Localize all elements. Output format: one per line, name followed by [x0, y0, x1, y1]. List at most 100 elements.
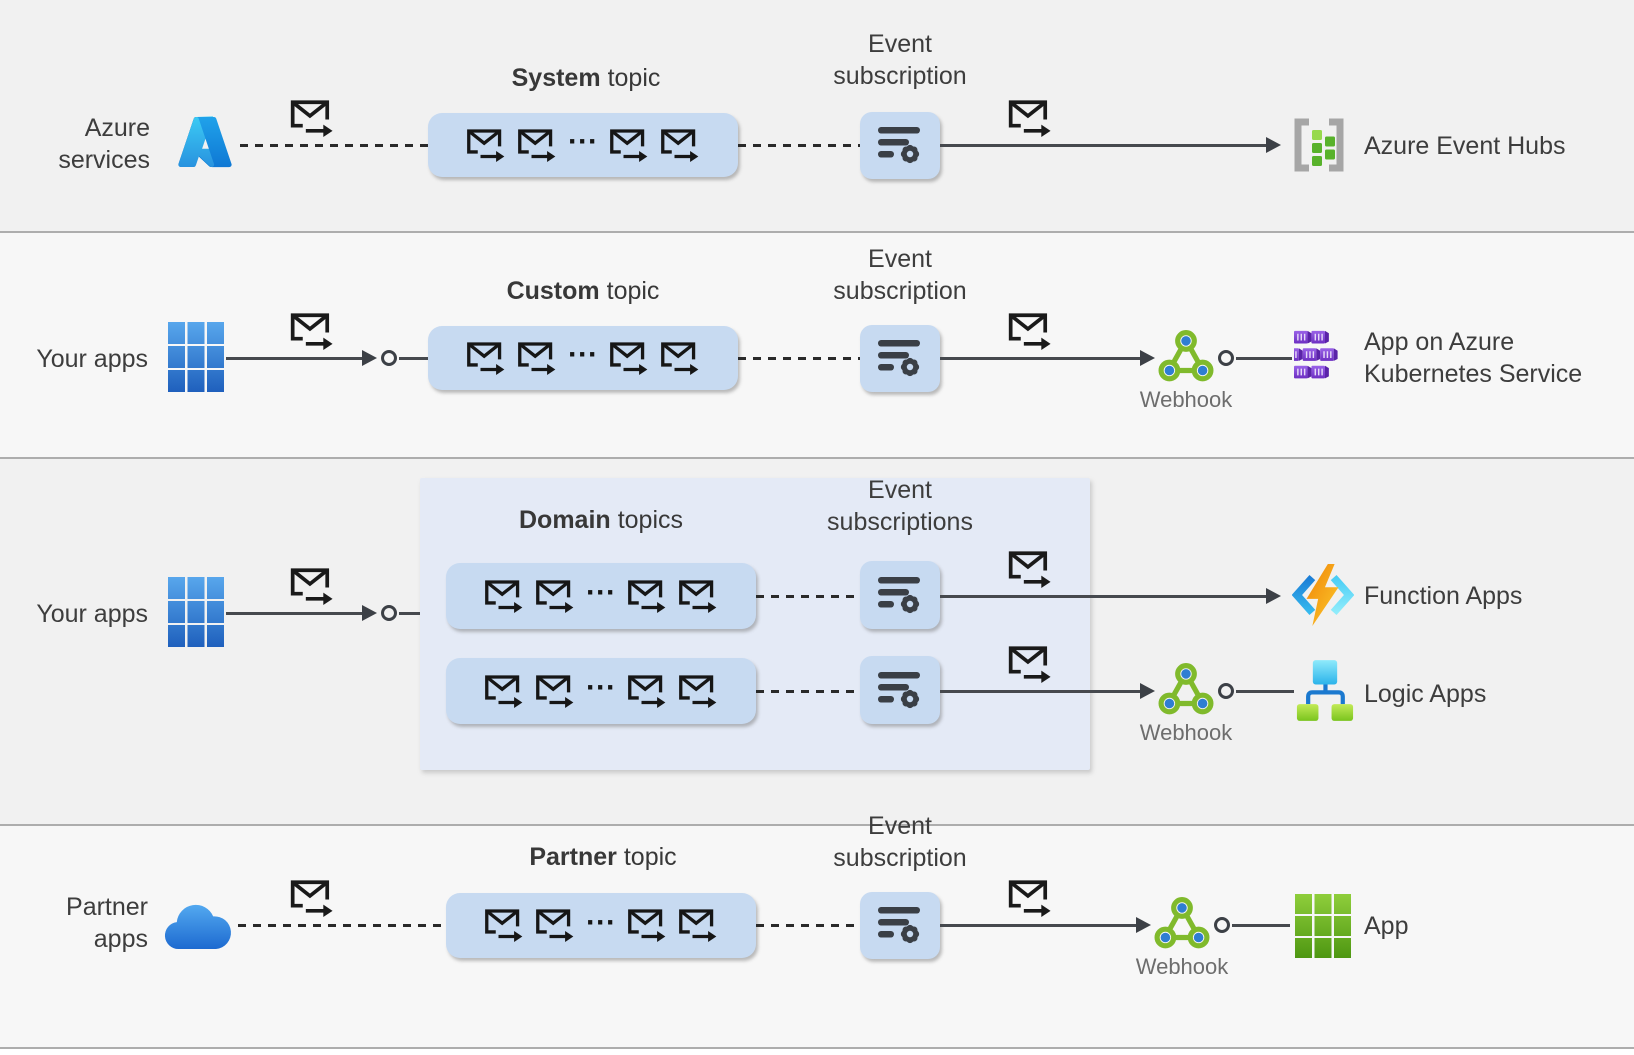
logic-apps-icon	[1296, 659, 1354, 723]
row-divider	[0, 824, 1634, 826]
target-label-aks: App on Azure Kubernetes Service	[1364, 328, 1583, 388]
band-bottom-strip	[0, 1049, 1634, 1055]
webhook-label: Webhook	[1139, 720, 1233, 745]
arrowhead	[1266, 588, 1281, 604]
webhook-icon	[1154, 896, 1210, 952]
arrowhead	[362, 350, 377, 366]
event-subscriptions-label: Event subscriptions	[827, 476, 973, 536]
envelope-icon	[517, 129, 557, 162]
envelope-icon	[466, 129, 506, 162]
connector-circle	[381, 350, 397, 366]
envelope-icon	[678, 909, 718, 942]
message-envelope-icon	[1008, 100, 1052, 137]
solid-connector	[226, 611, 362, 615]
envelope-icon	[484, 675, 524, 708]
event-subscription-box	[860, 325, 940, 392]
ellipsis: ···	[586, 576, 616, 609]
row-divider	[0, 1047, 1634, 1049]
envelope-icon	[609, 129, 649, 162]
connector-circle	[1218, 350, 1234, 366]
event-subscription-icon	[877, 125, 923, 166]
solid-connector	[940, 689, 1140, 693]
event-subscription-label: Event subscription	[833, 812, 967, 872]
event-subscription-label: Event subscription	[833, 30, 967, 90]
envelope-icon	[466, 342, 506, 375]
dashed-connector	[756, 689, 860, 693]
dashed-connector	[240, 143, 428, 147]
connector-circle	[381, 605, 397, 621]
aks-icon	[1294, 330, 1356, 384]
solid-connector	[1232, 923, 1290, 927]
topic-box-system: ···	[428, 113, 738, 177]
webhook-icon	[1158, 329, 1214, 385]
webhook-label: Webhook	[1139, 387, 1233, 412]
event-subscription-box	[860, 892, 940, 959]
solid-connector	[940, 594, 1266, 598]
source-label-azure-services: Azure services	[58, 114, 150, 174]
envelope-icon	[609, 342, 649, 375]
azure-logo-icon	[176, 112, 234, 172]
envelope-icon	[660, 129, 700, 162]
target-label-logic-apps: Logic Apps	[1364, 680, 1487, 708]
topic-box-partner: ···	[446, 893, 756, 958]
source-label-your-apps: Your apps	[36, 345, 148, 373]
band-custom-row	[0, 232, 1634, 458]
envelope-icon	[484, 909, 524, 942]
source-label-partner-apps: Partner apps	[66, 893, 148, 953]
topic-box-domain-a: ···	[446, 563, 756, 629]
envelope-icon	[678, 675, 718, 708]
message-envelope-icon	[1008, 551, 1052, 588]
event-subscription-icon	[877, 338, 923, 379]
dashed-connector	[756, 594, 860, 598]
target-label-app: App	[1364, 912, 1409, 940]
ellipsis: ···	[586, 905, 616, 939]
connector-circle	[1218, 683, 1234, 699]
solid-connector	[1236, 356, 1292, 360]
message-envelope-icon	[290, 880, 334, 917]
event-subscription-box	[860, 561, 940, 629]
arrowhead	[362, 605, 377, 621]
row-divider	[0, 457, 1634, 459]
solid-connector	[399, 356, 428, 360]
envelope-icon	[535, 675, 575, 708]
target-label-event-hubs: Azure Event Hubs	[1364, 132, 1566, 160]
message-envelope-icon	[290, 313, 334, 350]
topic-box-custom: ···	[428, 326, 738, 390]
solid-connector	[226, 356, 362, 360]
arrowhead	[1136, 917, 1151, 933]
message-envelope-icon	[290, 100, 334, 137]
envelope-icon	[517, 342, 557, 375]
solid-connector	[940, 356, 1140, 360]
envelope-icon	[627, 909, 667, 942]
topic-box-domain-b: ···	[446, 658, 756, 724]
ellipsis: ···	[568, 338, 598, 371]
row-divider	[0, 231, 1634, 233]
dashed-connector	[756, 923, 860, 927]
message-envelope-icon	[1008, 646, 1052, 683]
webhook-icon	[1158, 662, 1214, 718]
dashed-connector	[238, 923, 446, 927]
envelope-icon	[660, 342, 700, 375]
arrowhead	[1266, 137, 1281, 153]
solid-connector	[399, 611, 420, 615]
envelope-icon	[484, 580, 524, 613]
event-subscription-box	[860, 112, 940, 179]
ellipsis: ···	[586, 671, 616, 704]
event-hubs-icon	[1292, 118, 1346, 172]
dashed-connector	[738, 143, 860, 147]
ellipsis: ···	[568, 125, 598, 158]
band-partner-row	[0, 825, 1634, 1047]
function-apps-icon	[1292, 564, 1354, 626]
solid-connector	[1236, 689, 1294, 693]
arrowhead	[1140, 350, 1155, 366]
envelope-icon	[627, 580, 667, 613]
target-label-function-apps: Function Apps	[1364, 582, 1523, 610]
app-grid-icon	[1294, 894, 1352, 958]
envelope-icon	[678, 580, 718, 613]
envelope-icon	[535, 580, 575, 613]
